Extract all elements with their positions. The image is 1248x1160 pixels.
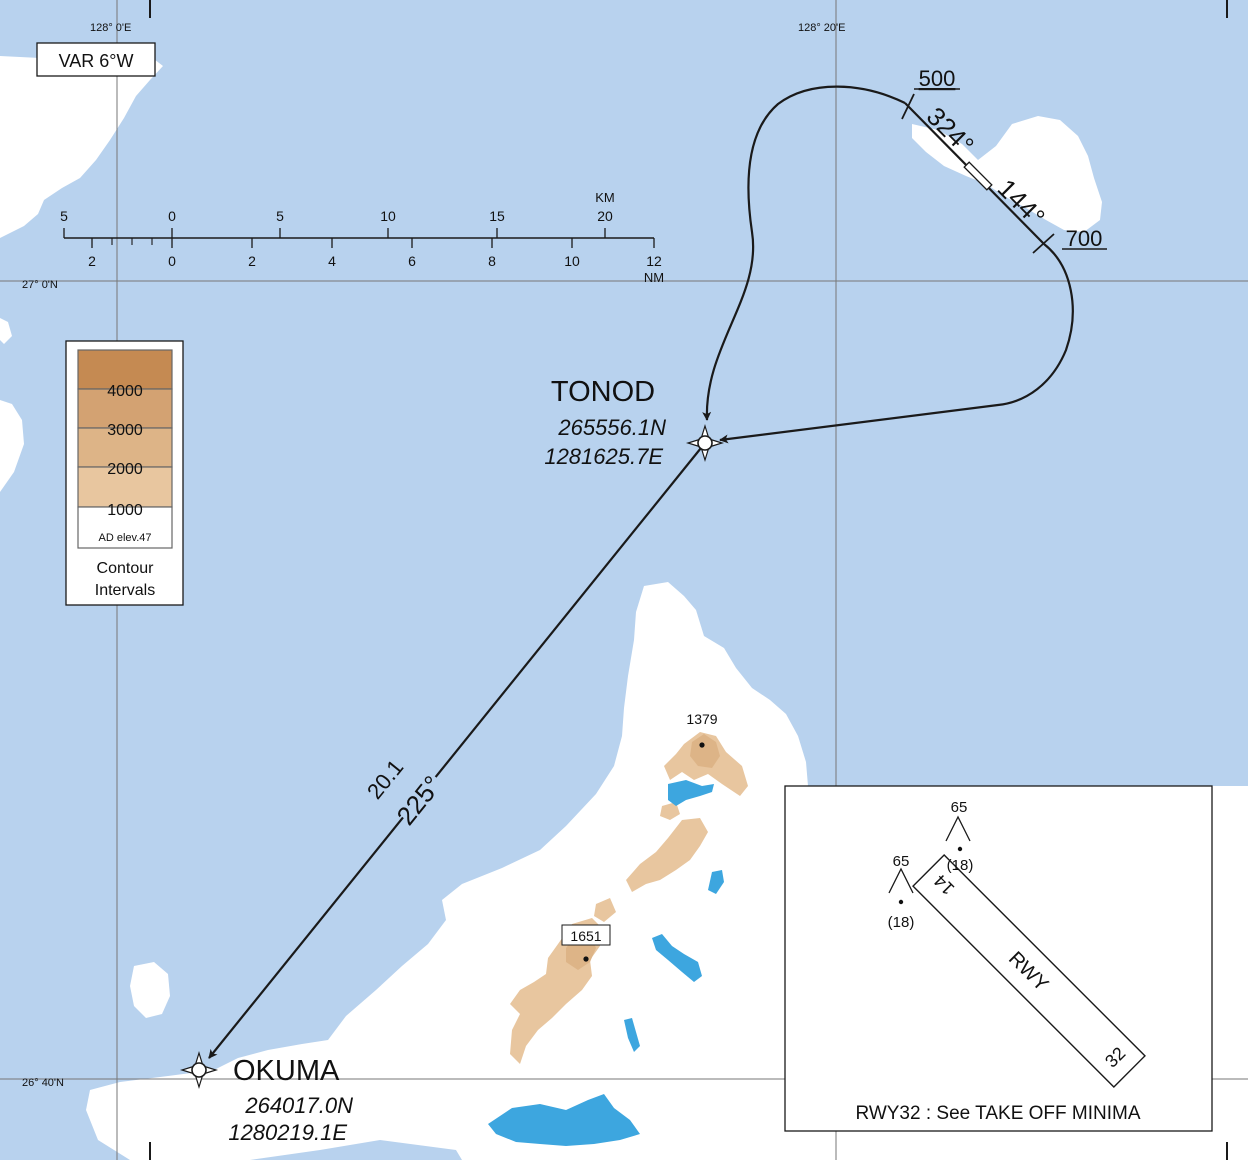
holding-altitude-500: 500 <box>919 66 956 91</box>
islet-southwest <box>130 962 170 1018</box>
spot-height-label-boxed: 1651 <box>570 928 601 944</box>
island-northeast <box>912 116 1102 232</box>
scale-km-label: 5 <box>60 208 68 224</box>
waypoint-tonod[interactable] <box>685 423 725 463</box>
legend-level-1000: 1000 <box>107 502 143 519</box>
waypoint-lon-tonod: 1281625.7E <box>544 444 663 469</box>
scale-nm-label: 6 <box>408 253 416 269</box>
route-label-mask <box>393 769 445 825</box>
waypoint-name-okuma: OKUMA <box>233 1055 340 1087</box>
obstacle-dot <box>957 846 963 852</box>
contour-legend: 4000 3000 2000 1000 AD elev.47 Contour I… <box>65 340 184 606</box>
scale-nm-label: 0 <box>168 253 176 269</box>
obstacle-icon <box>888 867 914 894</box>
obstacle-symbol: 65 (18) <box>945 799 974 874</box>
lake <box>624 1018 640 1052</box>
route-leg-tonod-okuma <box>208 442 706 1059</box>
obstacle-dot <box>898 899 904 905</box>
spot-height-dot <box>699 742 705 748</box>
legend-level-4000: 4000 <box>107 383 143 400</box>
lake <box>668 780 714 806</box>
lat-label-26-40: 26° 40'N <box>22 1077 64 1089</box>
legend-swatch-3000 <box>77 388 173 429</box>
scale-km-label: 0 <box>168 208 176 224</box>
lon-label-128-20: 128° 20'E <box>798 22 845 34</box>
lake <box>488 1094 640 1146</box>
holding-outbound-arc <box>719 243 1074 444</box>
waypoint-okuma[interactable] <box>179 1050 219 1090</box>
islet-small <box>396 1034 414 1050</box>
obstacle-icon <box>945 815 971 842</box>
legend-base-label: AD elev.47 <box>99 532 152 544</box>
frame-ticks <box>149 0 1228 1160</box>
island-west <box>0 400 24 492</box>
holding-course-reversal-symbol <box>963 161 993 191</box>
scale-km-label: 5 <box>276 208 284 224</box>
waypoint-tonod-ring <box>697 435 713 451</box>
variation-box <box>36 42 156 77</box>
aerodrome-inset: RWY 14 32 65 (18) 65 (18) RWY32 : See TA… <box>784 785 1213 1132</box>
landmass-northwest <box>0 54 163 238</box>
obstacle-height-agl: (18) <box>947 857 974 874</box>
scale-nm-label: 10 <box>564 253 580 269</box>
holding-altitude-700: 700 <box>1066 226 1103 251</box>
scale-km-unit: KM <box>595 190 615 205</box>
spot-height-label: 1379 <box>686 711 717 727</box>
scale-km-label: 15 <box>489 208 505 224</box>
lake <box>708 870 724 894</box>
legend-title-line2: Intervals <box>95 582 155 599</box>
obstacle-height-agl: (18) <box>888 914 915 931</box>
obstacle-height: 65 <box>951 799 968 816</box>
terrain-contour <box>594 898 616 922</box>
lake <box>652 934 702 982</box>
scale-nm-label: 2 <box>248 253 256 269</box>
lakes-group <box>488 780 724 1146</box>
legend-title-line1: Contour <box>97 560 155 577</box>
waypoint-okuma-ring <box>191 1062 207 1078</box>
legend-level-3000: 3000 <box>107 422 143 439</box>
scale-nm-unit: NM <box>644 270 664 285</box>
runway-outline <box>912 854 1146 1088</box>
spot-height-box <box>561 924 611 946</box>
waypoint-lon-okuma: 1280219.1E <box>228 1120 347 1145</box>
legend-swatch-2000 <box>77 427 173 468</box>
terrain-contour <box>660 802 680 820</box>
waypoint-lat-tonod: 265556.1N <box>557 415 666 440</box>
terrain-contour-high <box>690 734 720 768</box>
waypoint-name-tonod: TONOD <box>551 376 655 408</box>
inset-caption: RWY32 : See TAKE OFF MINIMA <box>855 1103 1140 1124</box>
waypoint-lat-okuma: 264017.0N <box>244 1093 353 1118</box>
scale-nm-label: 2 <box>88 253 96 269</box>
islet-west <box>0 318 12 344</box>
legend-swatch-1000 <box>77 466 173 508</box>
scale-km-label: 10 <box>380 208 396 224</box>
legend-level-2000: 2000 <box>107 461 143 478</box>
obstacle-symbol: 65 (18) <box>888 853 915 931</box>
legend-swatch-4000 <box>77 349 173 390</box>
terrain-contour <box>626 818 708 892</box>
spot-height-dot <box>583 956 589 962</box>
scale-nm-label: 4 <box>328 253 336 269</box>
lon-label-128-00: 128° 0'E <box>90 22 131 34</box>
variation-label: VAR 6°W <box>59 51 134 71</box>
lat-label-27-00: 27° 0'N <box>22 279 58 291</box>
holding-tick-700 <box>1032 233 1055 254</box>
legend-swatch-base <box>77 506 173 549</box>
holding-leg-ticks <box>901 93 1055 254</box>
holding-tick-500 <box>901 93 915 120</box>
holding-turn-path <box>702 85 906 421</box>
scale-nm-label: 8 <box>488 253 496 269</box>
scale-nm-label: 12 <box>646 253 662 269</box>
obstacle-height: 65 <box>893 853 910 870</box>
scale-km-label: 20 <box>597 208 613 224</box>
